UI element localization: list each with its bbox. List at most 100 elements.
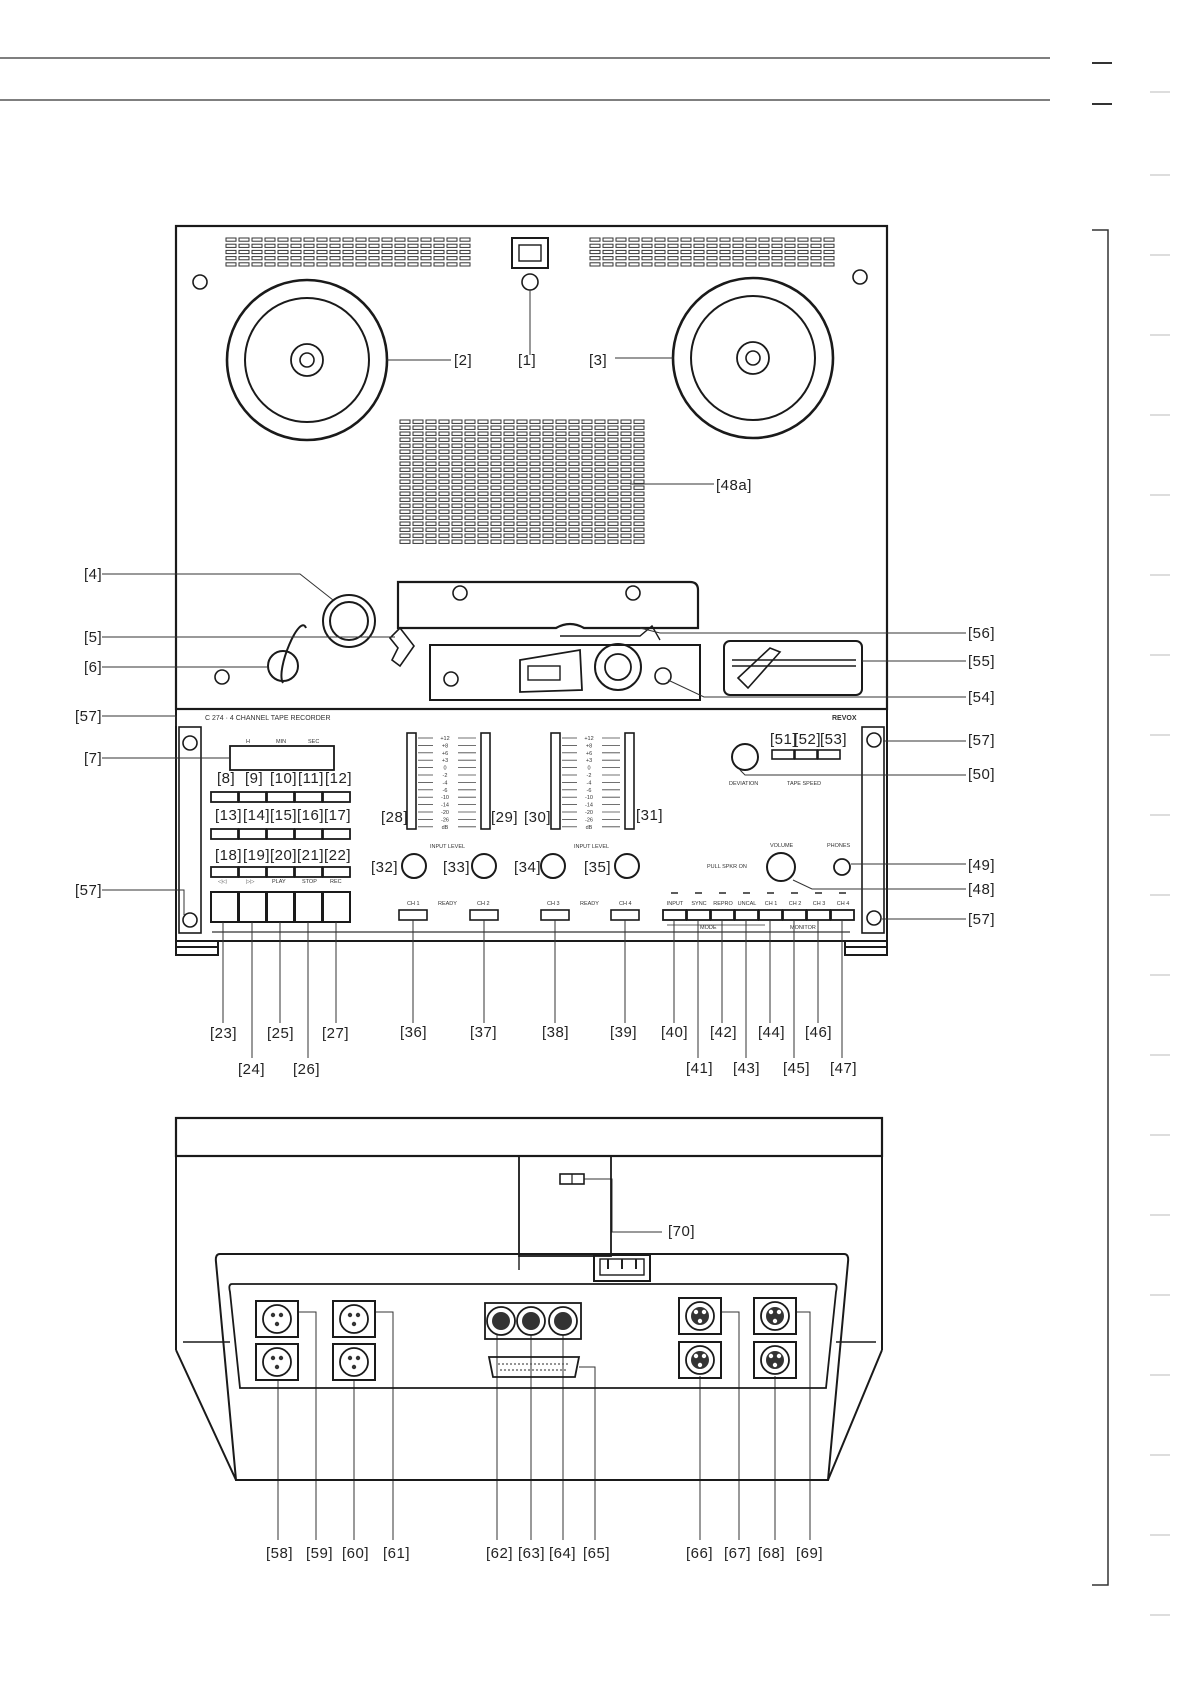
meter-scale-2-tick-label: dB <box>586 825 593 831</box>
xlr-input-1[interactable] <box>255 1300 299 1338</box>
counter-label-min: MIN <box>276 739 286 745</box>
monitor-key-3[interactable] <box>710 909 735 921</box>
input-level-knob-ch2[interactable] <box>471 853 497 879</box>
memory-key-row-1-key-2[interactable] <box>238 791 267 803</box>
tape-speed-button-1[interactable] <box>771 749 795 760</box>
meter-scale-2-tick-label: -26 <box>585 817 593 823</box>
xlr-output-3[interactable] <box>753 1297 797 1335</box>
ready-ch3-label: CH 3 <box>547 901 560 907</box>
right-reel <box>671 276 835 440</box>
ready-ch3-button[interactable] <box>540 909 570 921</box>
input-level-knob-ch3[interactable] <box>540 853 566 879</box>
xlr-output-4[interactable] <box>753 1341 797 1379</box>
ready-ch2-button[interactable] <box>469 909 499 921</box>
deviation-knob[interactable] <box>731 743 759 771</box>
callout-7: [7] <box>84 750 102 767</box>
monitor-key-2[interactable] <box>686 909 711 921</box>
callout-57-bottom-right: [57] <box>968 911 995 928</box>
callout-6: [6] <box>84 659 102 676</box>
xlr-input-2[interactable] <box>255 1343 299 1381</box>
mains-socket[interactable] <box>593 1254 651 1282</box>
side-rail-right <box>861 726 885 934</box>
memory-key-row-2-key-2[interactable] <box>238 828 267 840</box>
memory-key-row-1-key-3[interactable] <box>266 791 295 803</box>
callout-34: [34] <box>514 859 541 876</box>
transport-labels: ◁◁ ▷▷ PLAY STOP REC <box>218 879 342 885</box>
callout-5: [5] <box>84 629 102 646</box>
rear-panel-inner <box>228 1283 838 1389</box>
tape-speed-button-3[interactable] <box>817 749 841 760</box>
memory-key-row-1-key-5[interactable] <box>322 791 351 803</box>
monitor-key-5[interactable] <box>758 909 783 921</box>
monitor-key-1[interactable] <box>662 909 687 921</box>
monitor-key-label: CH 2 <box>789 901 802 907</box>
din-socket-1[interactable] <box>486 1306 516 1336</box>
memory-key-row-2-key-1[interactable] <box>210 828 239 840</box>
memory-key-row-3-key-1[interactable] <box>210 866 239 878</box>
rewind-button[interactable] <box>210 891 239 923</box>
xlr-input-3[interactable] <box>332 1300 376 1338</box>
top-left-grille <box>225 237 471 267</box>
tape-speed-button-2[interactable] <box>794 749 818 760</box>
head-assembly <box>388 580 701 701</box>
meter-scale-2-tick-label: +3 <box>586 758 592 764</box>
monitor-key-7[interactable] <box>806 909 831 921</box>
memory-key-row-3-key-3[interactable] <box>266 866 295 878</box>
ready-label-1: READY <box>438 901 457 907</box>
stop-button[interactable] <box>294 891 323 923</box>
callout-28: [28] <box>381 809 408 826</box>
ready-ch1-button[interactable] <box>398 909 428 921</box>
volume-knob[interactable] <box>766 852 796 882</box>
callout-27: [27] <box>322 1025 349 1042</box>
leader-line <box>639 627 966 634</box>
phones-jack[interactable] <box>833 858 851 876</box>
rec-button[interactable] <box>322 891 351 923</box>
meter-scale-1-tick-label: -4 <box>443 780 448 786</box>
memory-key-row-1-key-4[interactable] <box>294 791 323 803</box>
ready-ch4-button[interactable] <box>610 909 640 921</box>
din-socket-2[interactable] <box>516 1306 546 1336</box>
forward-button[interactable] <box>238 891 267 923</box>
play-button[interactable] <box>266 891 295 923</box>
callout-65: [65] <box>583 1545 610 1562</box>
xlr-output-2[interactable] <box>678 1341 722 1379</box>
leader-line <box>584 1178 662 1233</box>
callout-33: [33] <box>443 859 470 876</box>
input-level-knob-ch4[interactable] <box>614 853 640 879</box>
phones-label: PHONES <box>827 843 851 849</box>
memory-key-row-2-key-3[interactable] <box>266 828 295 840</box>
callout-1: [1] <box>518 352 536 369</box>
callout-2: [2] <box>454 352 472 369</box>
din-sockets <box>484 1302 582 1340</box>
callout-30: [30] <box>524 809 551 826</box>
monitor-key-4[interactable] <box>734 909 759 921</box>
input-level-knob-ch1[interactable] <box>401 853 427 879</box>
volume-label: VOLUME <box>770 843 794 849</box>
deviation-label: DEVIATION <box>729 781 758 787</box>
leader-line <box>298 1311 317 1540</box>
callout-62: [62] <box>486 1545 513 1562</box>
callout-67: [67] <box>724 1545 751 1562</box>
memory-key-row-2-key-4[interactable] <box>294 828 323 840</box>
meter-scale-2-tick-label: -2 <box>587 773 592 779</box>
din-socket-3[interactable] <box>548 1306 578 1336</box>
remote-connector[interactable] <box>487 1356 581 1378</box>
memory-key-row-2 <box>210 828 351 840</box>
memory-key-row-1-key-1[interactable] <box>210 791 239 803</box>
top-right-grille <box>589 237 835 267</box>
xlr-input-4[interactable] <box>332 1343 376 1381</box>
callout-32: [32] <box>371 859 398 876</box>
callout-4: [4] <box>84 566 102 583</box>
xlr-output-1[interactable] <box>678 1297 722 1335</box>
monitor-key-6[interactable] <box>782 909 807 921</box>
rewind-label: ◁◁ <box>218 879 227 885</box>
memory-key-row-3-key-4[interactable] <box>294 866 323 878</box>
memory-key-row-2-key-5[interactable] <box>322 828 351 840</box>
ready-ch4-label: CH 4 <box>619 901 632 907</box>
callout-56: [56] <box>968 625 995 642</box>
memory-key-row-3-key-2[interactable] <box>238 866 267 878</box>
memory-key-row-3-key-5[interactable] <box>322 866 351 878</box>
meter-scale-1-tick-label: +6 <box>442 751 448 757</box>
monitor-key-8[interactable] <box>830 909 855 921</box>
